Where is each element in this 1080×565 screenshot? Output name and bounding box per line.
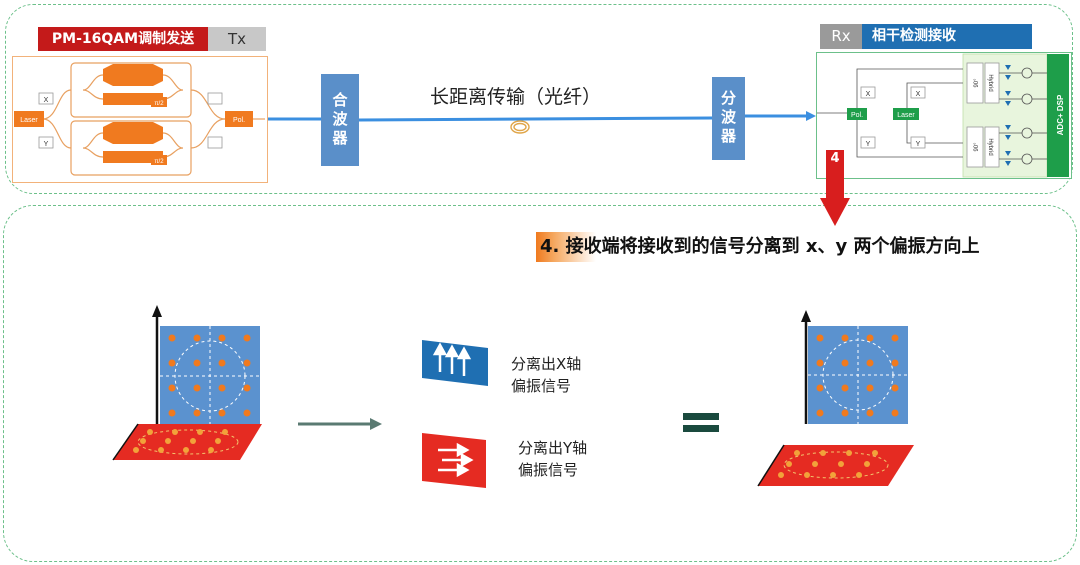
rx-90deg-bottom: 90°	[974, 142, 980, 152]
y-legend-line1: 分离出Y轴	[518, 439, 588, 457]
fiber-label: 长距离传输（光纤）	[430, 86, 602, 108]
tx-y-label: Y	[44, 141, 49, 148]
equals-sign-bottom	[683, 425, 719, 432]
step-arrow-head-icon	[820, 198, 850, 226]
rx-title: 相干检测接收	[862, 24, 1032, 49]
tx-pi2-bottom: π/2	[154, 159, 164, 165]
fiber-arrow-icon	[806, 111, 816, 121]
equals-sign-top	[683, 413, 719, 420]
demultiplexer-box: 分波器	[712, 77, 745, 160]
tx-pi2-top: π/2	[154, 101, 164, 107]
multiplexer-box: 合波器	[321, 74, 359, 166]
y-polarization-icon	[422, 433, 486, 488]
rx-coherent-receiver-diagram: Pol. Laser X Y X Y 90° 90° Hybrid Hybrid…	[816, 52, 1072, 179]
rx-x-mid: X	[916, 91, 921, 98]
fiber-coil-icon	[510, 120, 530, 134]
rx-90deg-top: 90°	[974, 78, 980, 88]
rx-dsp-label: ADC+ DSP	[1056, 94, 1065, 135]
tx-pol-label: Pol.	[233, 117, 245, 124]
rx-y-mid: Y	[916, 141, 921, 148]
rx-hybrid-bottom: Hybrid	[987, 138, 993, 155]
polarization-separation-illustration	[112, 305, 914, 488]
x-legend-line1: 分离出X轴	[511, 355, 582, 373]
rx-x-left: X	[866, 91, 871, 98]
rx-pol-label: Pol.	[851, 112, 863, 119]
step-number: 4	[826, 150, 844, 168]
tx-laser-label: Laser	[20, 117, 38, 124]
transmission-section-frame	[5, 4, 1073, 194]
right-separated-constellation	[757, 310, 914, 487]
fiber-link	[268, 111, 850, 226]
fiber-line	[358, 116, 713, 122]
rx-y-left: Y	[866, 141, 871, 148]
tx-tag: Tx	[208, 27, 266, 51]
x-polarization-icon	[422, 340, 488, 386]
tx-modulator-diagram: Laser Pol. X Y π/2 π/2	[12, 56, 268, 183]
process-arrow-icon	[298, 418, 382, 430]
rx-tag: Rx	[820, 24, 862, 49]
rx-laser-label: Laser	[897, 112, 915, 119]
left-combined-constellation	[112, 305, 262, 461]
tx-x-label: X	[44, 97, 49, 104]
rx-hybrid-top: Hybrid	[987, 74, 993, 91]
x-legend-line2: 偏振信号	[511, 377, 572, 395]
step-description: 4. 接收端将接收到的信号分离到 x、y 两个偏振方向上	[536, 232, 1030, 262]
tx-title: PM-16QAM调制发送	[38, 27, 208, 51]
y-legend-line2: 偏振信号	[518, 461, 579, 479]
separation-section-frame	[3, 205, 1077, 562]
